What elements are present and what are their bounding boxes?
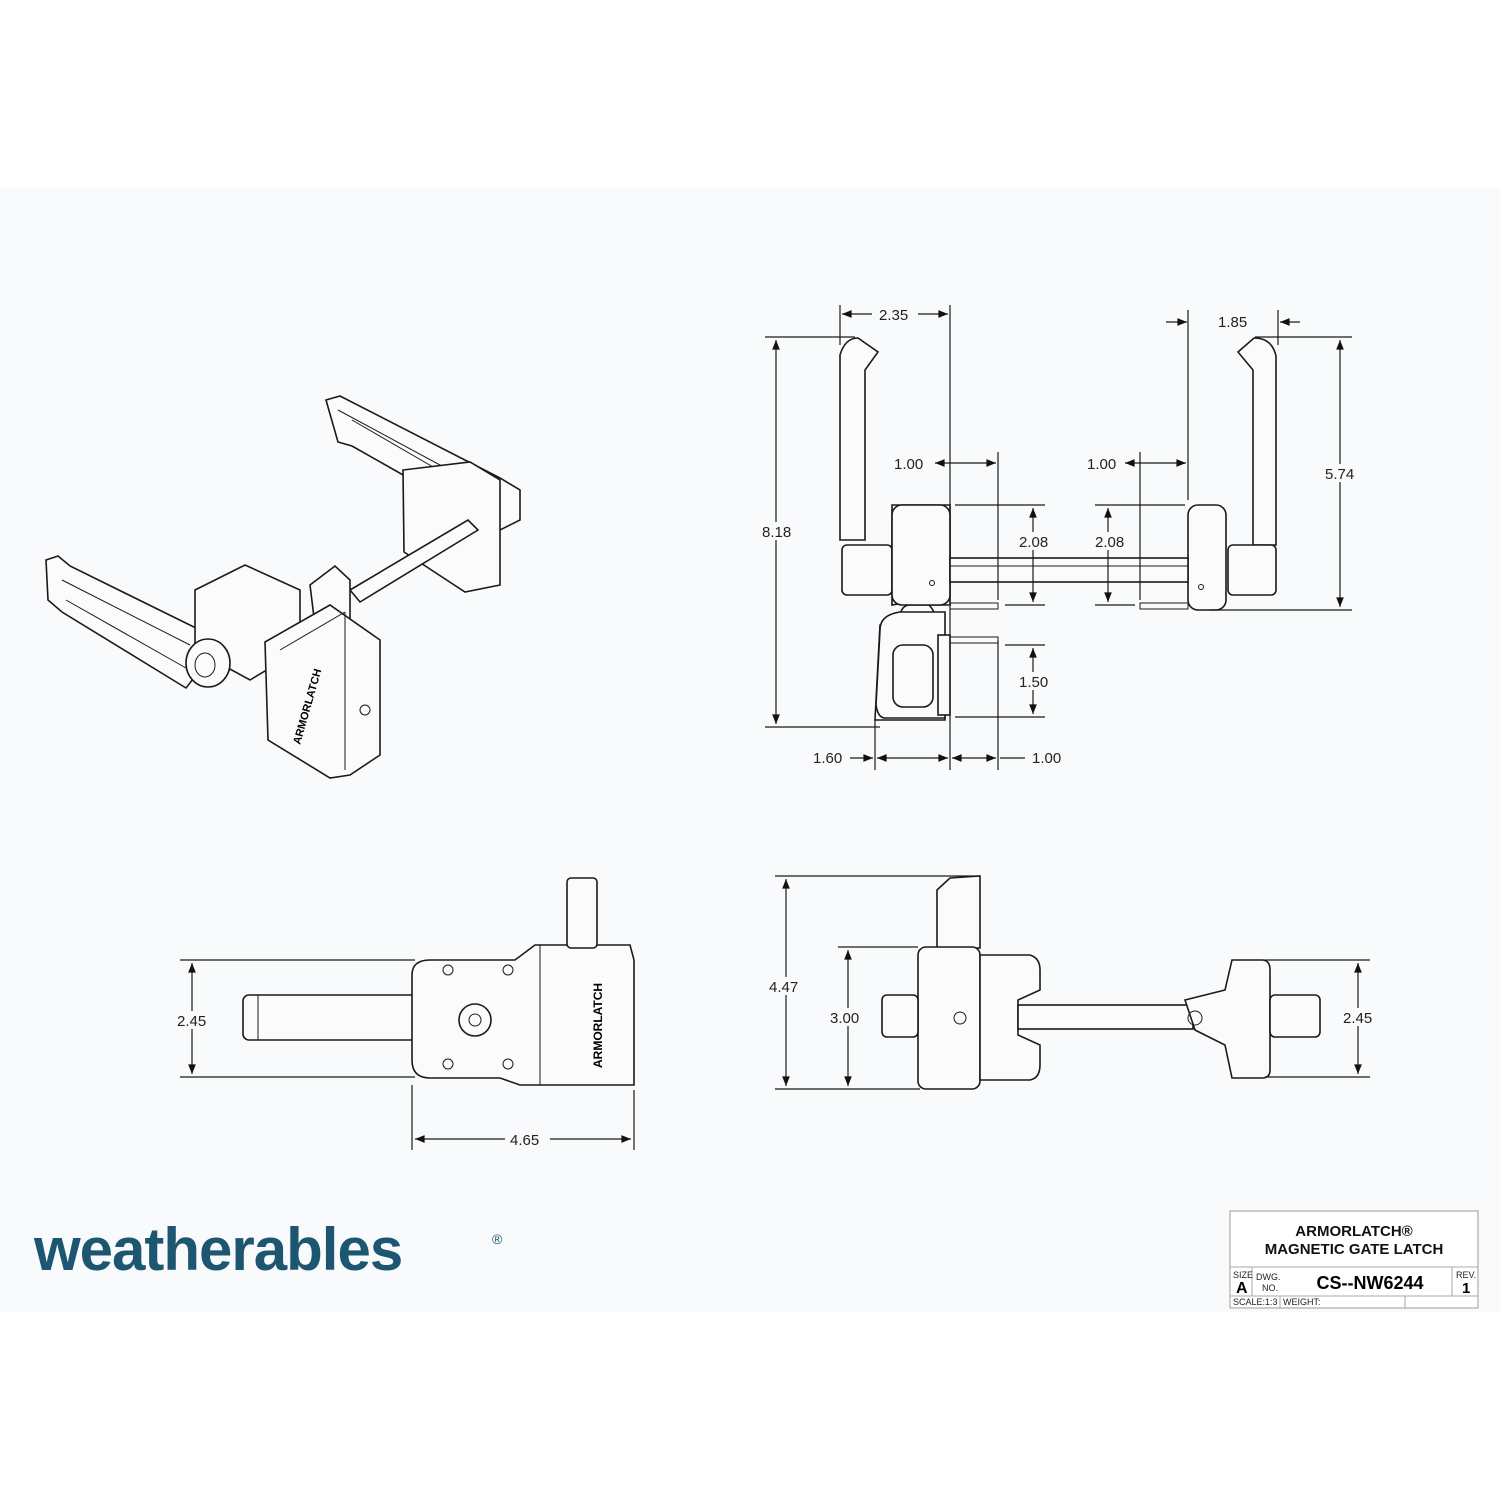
- dim-gap-right: 1.00: [1087, 456, 1116, 473]
- dwg-label-1: DWG.: [1256, 1272, 1281, 1282]
- title-line-2: MAGNETIC GATE LATCH: [1265, 1241, 1444, 1258]
- title-line-1: ARMORLATCH®: [1295, 1223, 1412, 1240]
- dim-front-body: 3.00: [830, 1010, 859, 1027]
- rev-value: 1: [1462, 1280, 1470, 1297]
- dimension-lines: [180, 305, 1370, 1150]
- side-product-marking: ARMORLATCH: [591, 983, 605, 1068]
- size-label: SIZE: [1233, 1270, 1253, 1280]
- front-view: [881, 875, 1321, 1090]
- dim-side-length: 4.65: [510, 1132, 539, 1149]
- dim-side-height: 2.45: [177, 1013, 206, 1030]
- weatherables-logo: weatherables ®: [33, 1216, 503, 1283]
- dim-handle-left-offset: 2.35: [879, 307, 908, 324]
- dim-body-right: 2.08: [1095, 534, 1124, 551]
- dim-latch-depth: 1.00: [1032, 750, 1061, 767]
- logo-text: weatherables: [33, 1216, 402, 1283]
- dim-gap-left: 1.00: [894, 456, 923, 473]
- dim-latch-height: 1.50: [1019, 674, 1048, 691]
- side-view: ARMORLATCH: [242, 877, 635, 1086]
- dim-overall-height: 8.18: [762, 524, 791, 541]
- dwg-number: CS--NW6244: [1316, 1273, 1423, 1293]
- drawing-sheet: [0, 188, 1500, 1312]
- title-block: ARMORLATCH® MAGNETIC GATE LATCH SIZE A D…: [1229, 1210, 1479, 1309]
- dim-handle-height: 5.74: [1325, 466, 1354, 483]
- weight: WEIGHT:: [1283, 1297, 1321, 1307]
- dwg-label-2: NO.: [1262, 1283, 1278, 1293]
- dimension-labels: 2.35 1.85 8.18 5.74 1.00 1.00 2.08 2.08 …: [176, 305, 1378, 1149]
- dim-front-keeper: 2.45: [1343, 1010, 1372, 1027]
- dim-handle-right-offset: 1.85: [1218, 314, 1247, 331]
- dim-body-left: 2.08: [1019, 534, 1048, 551]
- top-view: [839, 337, 1277, 721]
- registered-mark: ®: [492, 1231, 503, 1247]
- rev-label: REV.: [1456, 1270, 1476, 1280]
- scale: SCALE:1:3: [1233, 1297, 1278, 1307]
- dim-base-width: 1.60: [813, 750, 842, 767]
- dim-front-overall: 4.47: [769, 979, 798, 996]
- isometric-view: ARMORLATCH: [45, 395, 521, 779]
- size-value: A: [1236, 1280, 1248, 1297]
